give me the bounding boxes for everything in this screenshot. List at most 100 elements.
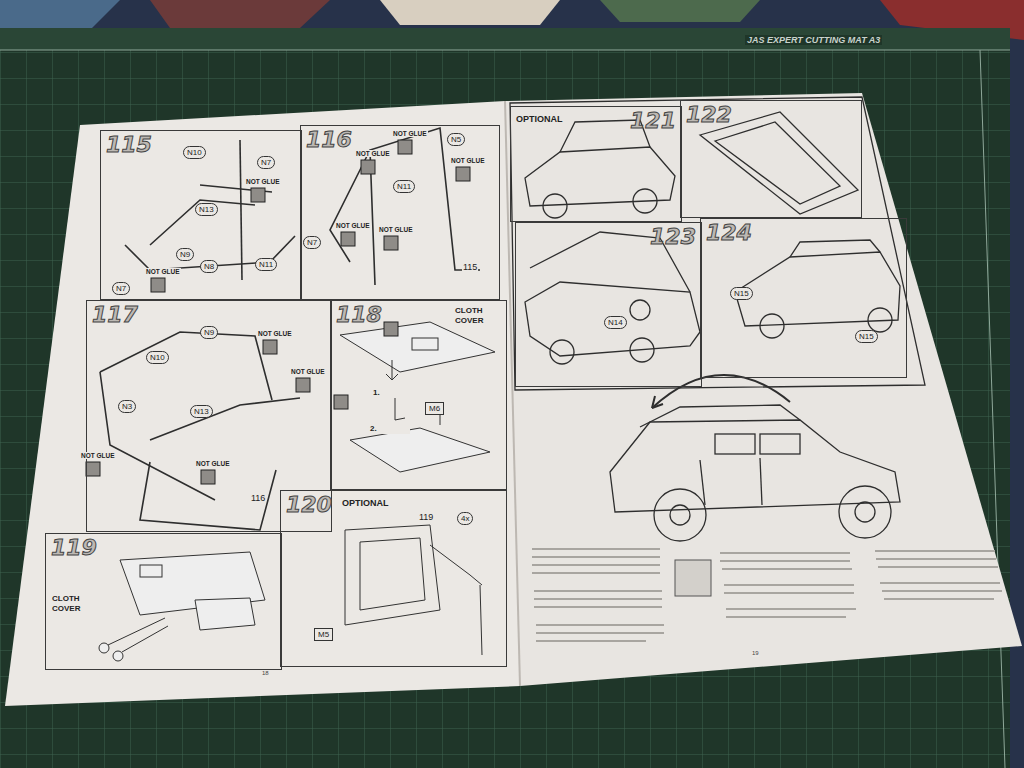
line-art — [543, 194, 567, 218]
line-art — [150, 0, 330, 28]
line-art — [430, 545, 482, 655]
line-art — [550, 340, 574, 364]
line-art — [532, 556, 660, 558]
line-art — [715, 122, 840, 204]
line-art — [610, 420, 900, 512]
line-art — [652, 396, 663, 408]
callout-number: N7 — [303, 236, 321, 249]
step-reference: 116 — [250, 493, 266, 503]
step-panel: 122 — [680, 100, 862, 218]
line-art — [882, 590, 1002, 592]
callout-number: N10 — [146, 351, 169, 364]
line-art — [600, 0, 760, 22]
line-art — [675, 560, 711, 596]
callout-number: N13 — [190, 405, 213, 418]
line-art — [0, 0, 120, 30]
line-art — [839, 486, 891, 538]
line-art — [384, 236, 398, 250]
step-number: 117 — [92, 303, 138, 327]
line-art — [195, 598, 255, 630]
page-number: 19 — [752, 650, 759, 657]
line-art — [386, 360, 398, 380]
line-art — [361, 160, 375, 174]
line-art — [715, 434, 755, 454]
callout-number: N11 — [393, 180, 415, 193]
line-art — [720, 560, 850, 562]
line-art — [113, 651, 123, 661]
step-number: 115 — [106, 133, 152, 157]
line-art — [980, 50, 1005, 768]
line-art — [670, 505, 690, 525]
line-art — [0, 28, 1010, 50]
step-reference: 119 — [418, 512, 434, 522]
line-art — [726, 616, 846, 618]
panel-heading: OPTIONAL — [342, 498, 389, 509]
line-art — [720, 552, 850, 554]
booklet-pages — [5, 93, 1022, 706]
step-panel: 123 — [515, 222, 702, 387]
line-art — [760, 458, 762, 505]
part-note: CLOTH COVER — [52, 594, 92, 614]
line-art — [350, 428, 490, 472]
line-art — [360, 538, 425, 610]
callout-number: N10 — [183, 146, 206, 159]
cloth-drawings — [99, 322, 495, 661]
not-glue-note: NOT GLUE — [335, 222, 371, 229]
line-art — [5, 101, 520, 706]
line-art — [100, 332, 272, 400]
line-art — [240, 140, 242, 280]
line-art — [340, 322, 495, 372]
callout-number: N5 — [447, 133, 465, 146]
line-art — [536, 632, 664, 634]
step-reference: 115 — [462, 262, 478, 272]
line-art — [534, 598, 662, 600]
line-art — [790, 240, 880, 257]
line-art — [532, 564, 660, 566]
panel-header: 119 — [46, 534, 281, 562]
line-art — [345, 525, 440, 625]
line-art — [534, 590, 662, 592]
panel-header: OPTIONAL121 — [511, 107, 681, 135]
callout-number: N11 — [255, 258, 277, 271]
part-note: 2. — [370, 424, 410, 434]
callout-number: N15 — [855, 330, 878, 343]
not-glue-note: NOT GLUE — [290, 368, 326, 375]
line-art — [412, 338, 438, 350]
fine-print — [532, 548, 1002, 642]
step-panel: OPTIONAL121 — [510, 106, 682, 222]
not-glue-note: NOT GLUE — [245, 178, 281, 185]
callout-number: N7 — [257, 156, 275, 169]
line-art — [140, 462, 276, 530]
step-number: 118 — [336, 303, 382, 327]
line-art — [868, 308, 892, 332]
page-number: 18 — [262, 670, 269, 677]
not-glue-note: NOT GLUE — [378, 226, 414, 233]
line-art — [652, 375, 790, 408]
line-art — [86, 462, 100, 476]
step-number: 120 — [286, 493, 332, 517]
line-art — [726, 608, 856, 610]
line-art — [100, 372, 215, 500]
line-art — [532, 572, 660, 574]
panel-header: 124 — [701, 219, 906, 247]
line-art — [384, 322, 398, 336]
step-panel: 116 — [300, 125, 500, 300]
line-art — [150, 398, 300, 440]
line-art — [855, 502, 875, 522]
line-art — [722, 568, 852, 570]
line-art — [0, 50, 1010, 51]
line-art — [456, 167, 470, 181]
step-panel: 118 — [330, 300, 507, 490]
callout-number: N8 — [200, 260, 218, 273]
step-number: 122 — [686, 103, 732, 127]
callout-number: N9 — [176, 248, 194, 261]
line-art — [140, 565, 162, 577]
line-art — [532, 548, 660, 550]
line-art — [724, 592, 854, 594]
panel-header: 123 — [516, 223, 701, 251]
line-art — [151, 278, 165, 292]
line-art — [150, 200, 255, 245]
line-art — [201, 470, 215, 484]
callout-number: N3 — [118, 400, 136, 413]
